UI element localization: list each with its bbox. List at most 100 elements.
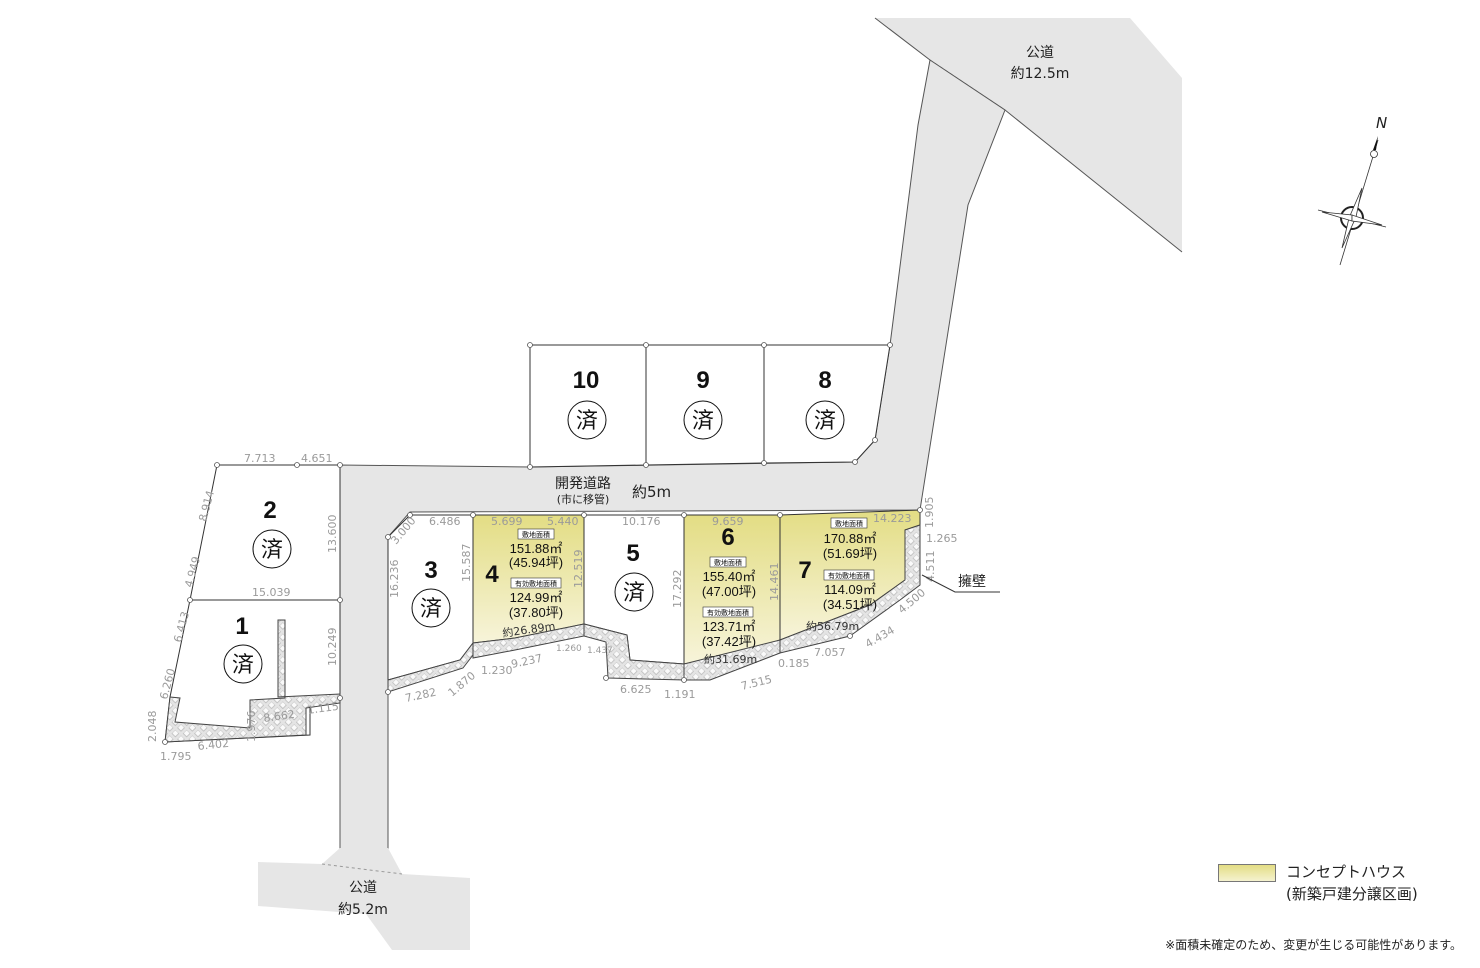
sold-circle-icon	[805, 400, 845, 440]
lot-labels: 2 済 1 済 3 済 5 済 10 済 9 済 8 済 4 敷地面積 151.…	[223, 367, 877, 684]
sold-mark: 済	[420, 597, 442, 622]
dimension: 14.223	[873, 512, 912, 525]
dimension: 12.519	[572, 550, 585, 589]
dimension: 約31.69m	[704, 652, 757, 666]
dimension: 2.048	[146, 711, 159, 743]
lot-1-retaining-wall	[164, 619, 341, 743]
dimension: 8.662	[263, 708, 296, 725]
legend: コンセプトハウス (新築戸建分譲区画)	[1218, 863, 1418, 905]
site-area: 151.88㎡	[510, 541, 563, 556]
south-road-name: 公道	[349, 880, 377, 896]
legend-label: コンセプトハウス	[1286, 863, 1407, 881]
lot-number: 7	[798, 557, 811, 584]
sold-circle-icon	[252, 529, 292, 569]
lot-number: 9	[696, 367, 709, 394]
dimension: 1.976	[245, 711, 258, 743]
dimension: 16.236	[388, 560, 401, 599]
site-area-tsubo: (47.00坪)	[702, 584, 756, 599]
dimension: 1.795	[160, 750, 192, 763]
retaining-wall-label: 擁壁	[958, 574, 986, 590]
dimension: 15.587	[460, 544, 473, 583]
lot-number: 6	[721, 524, 734, 551]
south-road-width: 約5.2m	[338, 902, 388, 918]
lot-number: 2	[263, 497, 276, 524]
north-road-width: 約12.5m	[1011, 66, 1070, 82]
sold-circle-icon	[411, 588, 451, 628]
public-road-north	[875, 18, 1182, 252]
dimension: 4.511	[924, 551, 937, 583]
dimension: 5.699	[491, 515, 523, 528]
development-road-name: 開発道路	[555, 476, 611, 492]
site-area-tag	[517, 528, 555, 540]
lot-number: 1	[235, 613, 248, 640]
sold-mark: 済	[576, 409, 598, 434]
north-road-name: 公道	[1026, 45, 1054, 61]
site-area: 170.88㎡	[824, 531, 877, 546]
site-area-tag	[709, 556, 747, 568]
effective-area: 123.71㎡	[703, 619, 756, 634]
effective-area-tsubo: (37.80坪)	[509, 605, 563, 620]
site-area-label: 敷地面積	[714, 558, 742, 567]
north-arrow-compass-icon: N	[1317, 114, 1387, 266]
dimension: 15.039	[252, 586, 291, 599]
dimension-labels: 7.713 4.651 8.914 4.949 13.600 15.039 6.…	[146, 452, 958, 763]
lot-7-retaining-wall	[779, 524, 921, 654]
development-road-width: 約5m	[632, 483, 671, 501]
effective-area-tag	[702, 606, 754, 618]
concept-house-swatch	[1218, 864, 1276, 882]
dimension: 4.651	[301, 452, 333, 465]
public-road-south	[258, 848, 470, 950]
retaining-wall-leader	[921, 574, 1000, 593]
dimension: 1.905	[923, 497, 936, 529]
effective-area: 114.09㎡	[824, 582, 876, 597]
dimension: 9.659	[712, 515, 744, 528]
effective-area-label: 有効敷地面積	[828, 571, 870, 580]
lot-number: 4	[485, 561, 499, 588]
dimension: 7.057	[814, 646, 846, 659]
dimension: 9.237	[510, 652, 544, 671]
dimension: 1.870	[446, 669, 478, 699]
dimension: 10.176	[622, 515, 661, 528]
lot-number: 3	[424, 557, 437, 584]
dimension: 1.265	[926, 532, 958, 545]
site-area-tsubo: (45.94坪)	[509, 555, 563, 570]
disclaimer-note: ※面積未確定のため、変更が生じる可能性があります。	[1165, 938, 1462, 952]
dimension: 0.185	[778, 657, 810, 670]
sold-mark: 済	[232, 653, 254, 678]
effective-area-tag	[510, 577, 562, 589]
sold-circle-icon	[683, 400, 723, 440]
effective-area-tsubo: (37.42坪)	[702, 634, 756, 649]
dimension: 6.402	[197, 737, 230, 753]
effective-area-tsubo: (34.51坪)	[823, 597, 877, 612]
dimension: 1.437	[587, 646, 613, 656]
dimension: 14.461	[768, 563, 781, 602]
dimension: 7.282	[404, 686, 438, 705]
compass-north-label: N	[1376, 114, 1387, 132]
dimension: 7.713	[244, 452, 276, 465]
dimension: 1.230	[481, 664, 513, 677]
development-road-note: (市に移管)	[557, 492, 610, 506]
site-area-tag	[830, 517, 868, 529]
boundary-points	[162, 342, 923, 745]
road-boundary-dashed	[321, 863, 403, 875]
sold-mark: 済	[692, 409, 714, 434]
dimension: 7.515	[740, 673, 774, 693]
sold-mark: 済	[814, 409, 836, 434]
effective-area-label: 有効敷地面積	[515, 579, 557, 588]
effective-area: 124.99㎡	[510, 590, 563, 605]
sold-circle-icon	[614, 572, 654, 612]
sold-mark: 済	[261, 538, 283, 563]
road-edge	[874, 17, 931, 61]
dimension: 13.600	[326, 515, 339, 554]
sold-circle-icon	[223, 644, 263, 684]
lot-number: 10	[573, 367, 600, 394]
effective-area-label: 有効敷地面積	[707, 608, 749, 617]
dimension: 4.434	[863, 624, 897, 651]
dimension: 6.625	[620, 683, 652, 696]
dimension: 6.486	[429, 515, 461, 528]
sold-circle-icon	[567, 400, 607, 440]
site-area-label: 敷地面積	[522, 530, 550, 539]
site-area: 155.40㎡	[703, 569, 756, 584]
effective-area-tag	[823, 569, 875, 581]
